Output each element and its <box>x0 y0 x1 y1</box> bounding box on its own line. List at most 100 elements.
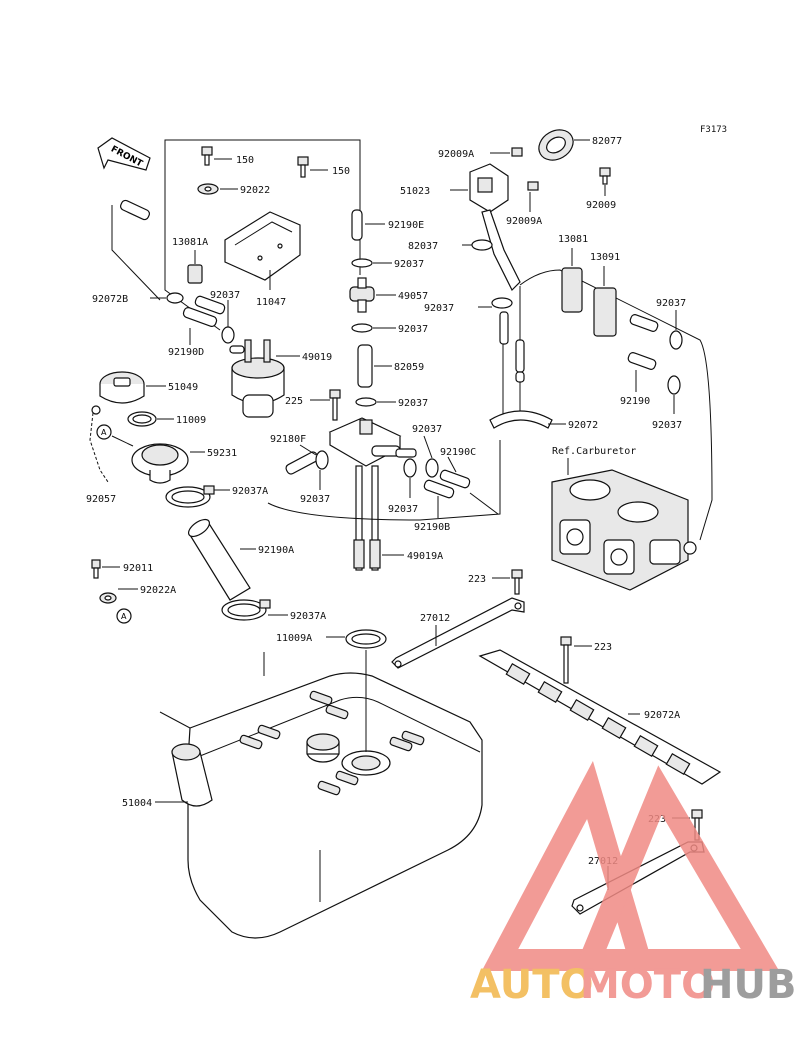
hose-routing-lower <box>267 440 501 521</box>
hose-92180F <box>285 444 319 475</box>
check-valve-82077 <box>538 129 590 161</box>
o-ring-11009 <box>127 411 174 427</box>
label-51004: 51004 <box>122 798 152 809</box>
label-92072B: 92072B <box>92 294 128 305</box>
bolt-223-middle <box>560 636 592 684</box>
carburetor-assembly <box>551 458 697 591</box>
fitting-49057 <box>349 277 396 313</box>
washer-92022A: A <box>99 588 138 624</box>
label-92009A-bottom: 92009A <box>506 216 542 227</box>
circle-ref-a-bottom: A <box>121 612 127 621</box>
clamp-92037-4 <box>221 300 235 344</box>
label-51023: 51023 <box>400 186 430 197</box>
bolt-150-left <box>201 146 232 166</box>
label-225: 225 <box>285 396 303 407</box>
clamp-92037-5 <box>315 450 329 490</box>
label-92037-2: 92037 <box>398 324 428 335</box>
hose-pieces-right <box>499 311 525 383</box>
label-49019: 49019 <box>302 352 332 363</box>
hose-small-right-1 <box>629 314 659 332</box>
screw-92009A-bottom <box>527 181 539 212</box>
watermark-moto: MOTO <box>580 962 715 1008</box>
fuel-cap-51049 <box>99 371 166 404</box>
bolt-92011 <box>91 559 120 579</box>
bracket-11047 <box>224 211 301 290</box>
label-92190D: 92190D <box>168 347 204 358</box>
label-92180F: 92180F <box>270 434 306 445</box>
hose-92190 <box>627 352 657 392</box>
tie-92072B <box>111 199 184 304</box>
label-27012-upper: 27012 <box>420 613 450 624</box>
label-11047: 11047 <box>256 297 286 308</box>
label-92190B: 92190B <box>414 522 450 533</box>
label-13091: 13091 <box>590 252 620 263</box>
clamp-92037-1 <box>351 258 392 268</box>
label-92037-9: 92037 <box>656 298 686 309</box>
filler-neck-59231 <box>131 443 205 484</box>
clamp-92037-6 <box>403 458 417 498</box>
hose-92190C <box>439 456 471 489</box>
label-92037-6: 92037 <box>388 504 418 515</box>
label-82077: 82077 <box>592 136 622 147</box>
label-150-right: 150 <box>332 166 350 177</box>
band-92072 <box>489 410 566 429</box>
hose-92190E <box>351 209 385 241</box>
label-59231: 59231 <box>207 448 237 459</box>
bolt-223-upper <box>492 569 523 595</box>
clamp-82037 <box>462 239 493 251</box>
clip-13081A <box>187 250 203 284</box>
clamp-92037A-upper <box>165 485 230 508</box>
label-13081: 13081 <box>558 234 588 245</box>
label-92190A: 92190A <box>258 545 294 556</box>
circle-ref-a-top: A <box>101 428 107 437</box>
label-92190C: 92190C <box>440 447 476 458</box>
hose-82059 <box>357 344 392 388</box>
hose-92190A <box>187 518 256 601</box>
label-92009: 92009 <box>586 200 616 211</box>
screw-92009A-top <box>490 147 523 157</box>
label-92037A-lower: 92037A <box>290 611 326 622</box>
clamp-92037-8 <box>478 297 513 309</box>
label-150-left: 150 <box>236 155 254 166</box>
label-223-upper: 223 <box>468 574 486 585</box>
o-ring-11009A <box>326 629 387 649</box>
fuel-filter-49019 <box>229 339 300 418</box>
label-92022: 92022 <box>240 185 270 196</box>
ref-carburetor-label: Ref.Carburetor <box>552 446 636 457</box>
label-92037-5: 92037 <box>300 494 330 505</box>
fuel-tap-49019A <box>328 417 417 571</box>
label-92009A-top: 92009A <box>438 149 474 160</box>
clamp-92037-10 <box>667 375 681 414</box>
hose-92190D <box>182 295 226 345</box>
label-223-middle: 223 <box>594 642 612 653</box>
label-92037-7: 92037 <box>412 424 442 435</box>
screw-92009 <box>599 167 611 196</box>
label-92057: 92057 <box>86 494 116 505</box>
label-92072: 92072 <box>568 420 598 431</box>
clip-13091 <box>593 266 617 337</box>
hose-92190B <box>423 479 455 518</box>
figure-code: F3173 <box>700 125 727 135</box>
strap-92057: A <box>89 405 134 483</box>
label-92022A: 92022A <box>140 585 176 596</box>
label-92037-1: 92037 <box>394 259 424 270</box>
label-82059: 82059 <box>394 362 424 373</box>
automotohub-watermark: AUTO MOTO HUB <box>470 760 796 1008</box>
label-92037-10: 92037 <box>652 420 682 431</box>
stay-27012-upper <box>391 597 525 669</box>
band-92072A <box>478 649 722 785</box>
front-arrow-icon: FRONT <box>97 137 151 171</box>
label-92011: 92011 <box>123 563 153 574</box>
clamp-92037A-lower <box>221 599 288 621</box>
label-92190: 92190 <box>620 396 650 407</box>
label-49057: 49057 <box>398 291 428 302</box>
label-82037: 82037 <box>408 241 438 252</box>
label-11009: 11009 <box>176 415 206 426</box>
label-13081A: 13081A <box>172 237 208 248</box>
label-92037-3: 92037 <box>398 398 428 409</box>
label-11009A: 11009A <box>276 633 312 644</box>
label-92190E: 92190E <box>388 220 424 231</box>
label-92037-4: 92037 <box>210 290 240 301</box>
bolt-150-right <box>297 156 328 178</box>
